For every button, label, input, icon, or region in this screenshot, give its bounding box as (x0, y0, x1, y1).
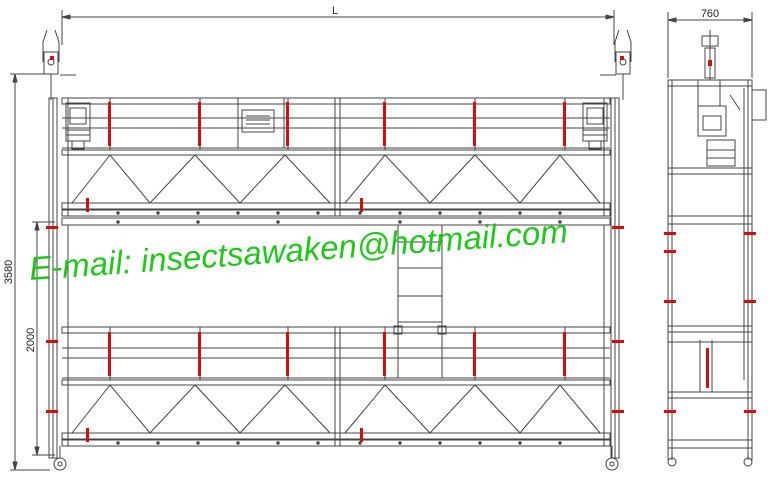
length-dimension (61, 10, 615, 45)
height-label: 3580 (3, 260, 15, 284)
right-wheel (605, 446, 619, 471)
upper-platform (61, 97, 611, 217)
height-dimension-2000 (32, 221, 55, 456)
ladder (393, 225, 447, 378)
depth-label: 760 (701, 8, 719, 20)
left-stirrup (42, 29, 76, 100)
height-dimension-3580 (10, 73, 50, 471)
right-post (610, 97, 620, 459)
level-spacing-label: 2000 (25, 328, 37, 352)
electric-control-box (237, 97, 285, 149)
length-label: L (332, 5, 338, 17)
right-hoist-motor (582, 102, 608, 150)
depth-dimension (667, 12, 753, 78)
left-post (48, 97, 58, 459)
red-bolt-markers (46, 56, 756, 442)
left-wheel (53, 446, 67, 471)
email-watermark: E-mail: insectsawaken@hotmail.com (28, 212, 569, 287)
left-hoist-motor (65, 102, 91, 150)
side-view (667, 30, 767, 467)
right-stirrup (600, 29, 632, 100)
